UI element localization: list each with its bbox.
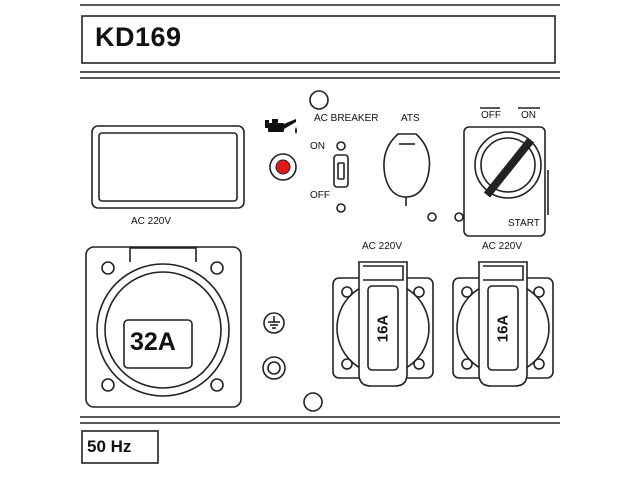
key-switch-dial[interactable] xyxy=(474,131,542,199)
socket-16a-1-screw-tr xyxy=(413,286,425,298)
socket-16a-1-screw-br xyxy=(413,358,425,370)
socket-16a-2-cover xyxy=(478,261,528,387)
socket-16a-2-screw-tl xyxy=(461,286,473,298)
breaker-off-dot xyxy=(336,203,346,213)
model-name: KD169 xyxy=(95,22,182,52)
socket-16a-1-rating: 16A xyxy=(374,314,392,343)
socket-32a-rating: 32A xyxy=(130,328,176,356)
key-start-label: START xyxy=(508,218,540,229)
socket-16a-1-screw-bl xyxy=(341,358,353,370)
socket-16a-1-badge xyxy=(367,285,399,371)
socket-32a-screw-tl xyxy=(101,261,115,275)
ground-nut-outer xyxy=(262,356,286,380)
key-switch-inner xyxy=(480,137,536,193)
socket-16a-1-screw-tl xyxy=(341,286,353,298)
display-label: AC 220V xyxy=(131,216,172,227)
socket-16a-1-label: AC 220V xyxy=(362,241,403,252)
key-switch-knob xyxy=(483,137,535,198)
oil-can-icon xyxy=(265,119,297,134)
indicator-lamp xyxy=(275,159,291,175)
socket-32a-hinge xyxy=(129,247,197,262)
ground-nut-inner xyxy=(267,361,281,375)
breaker-title: AC BREAKER xyxy=(314,113,379,124)
panel-screw-bottom xyxy=(303,392,323,412)
breaker-on-label: ON xyxy=(310,141,325,152)
display-frame xyxy=(91,125,245,209)
socket-16a-2-screw-tr xyxy=(533,286,545,298)
key-off-label: OFF xyxy=(481,110,501,121)
socket-16a-1-cover xyxy=(358,261,408,387)
socket-16a-2-cover-top xyxy=(483,265,524,281)
ats-cover xyxy=(383,133,431,198)
model-plate xyxy=(81,15,556,64)
key-on-label: ON xyxy=(521,110,536,121)
socket-16a-2-screw-br xyxy=(533,358,545,370)
indicator-lamp-ring xyxy=(269,153,297,181)
ats-dot-left xyxy=(427,212,437,222)
socket-32a-screw-tr xyxy=(210,261,224,275)
socket-32a-badge xyxy=(123,319,193,369)
display-window xyxy=(98,132,238,202)
socket-32a-screw-bl xyxy=(101,378,115,392)
socket-32a-inner xyxy=(104,271,222,389)
ground-terminal xyxy=(263,312,285,334)
socket-16a-1-cover-top xyxy=(363,265,404,281)
frequency-label: 50 Hz xyxy=(87,437,132,456)
breaker-on-dot xyxy=(336,141,346,151)
socket-32a-plate xyxy=(85,246,242,408)
socket-16a-2-label: AC 220V xyxy=(482,241,523,252)
socket-16a-2-screw-bl xyxy=(461,358,473,370)
ats-label: ATS xyxy=(401,113,420,124)
socket-32a-screw-br xyxy=(210,378,224,392)
frequency-plate xyxy=(81,430,159,464)
panel-screw xyxy=(309,90,329,110)
ats-dot-right xyxy=(454,212,464,222)
socket-32a-outer[interactable] xyxy=(96,263,230,397)
breaker-toggle-lever xyxy=(337,162,345,180)
socket-16a-2-badge xyxy=(487,285,519,371)
socket-16a-2-rating: 16A xyxy=(494,314,512,343)
breaker-toggle[interactable] xyxy=(333,154,349,188)
key-switch-frame xyxy=(463,126,546,237)
breaker-off-label: OFF xyxy=(310,190,330,201)
